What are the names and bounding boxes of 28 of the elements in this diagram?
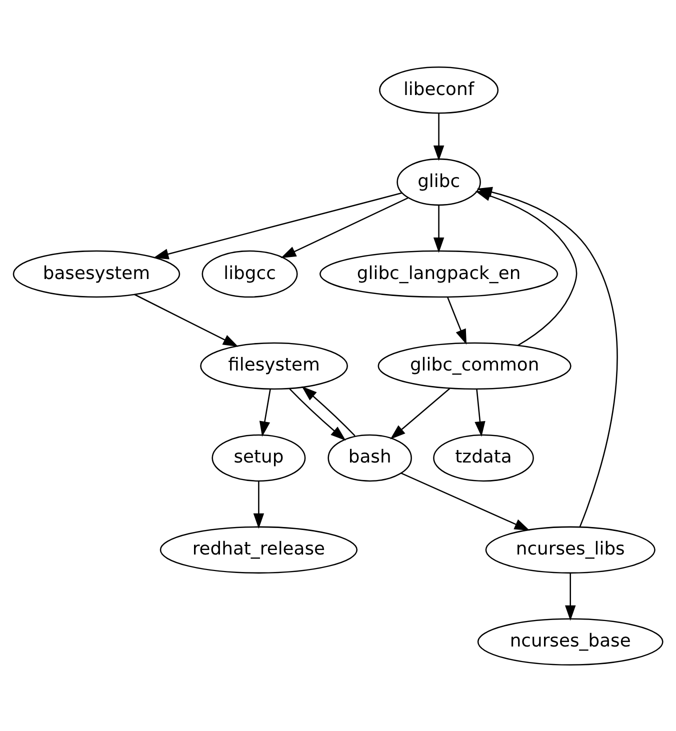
arrow	[302, 386, 356, 436]
node-ellipse: ncurses_libs	[485, 526, 656, 574]
node-ellipse: ncurses_base	[477, 618, 664, 666]
node-ellipse: setup	[212, 434, 306, 482]
arrow	[259, 388, 271, 436]
arrow	[565, 572, 576, 620]
node-ellipse: libeconf	[379, 66, 499, 114]
node-ellipse: redhat_release	[160, 526, 358, 574]
node-ellipse: tzdata	[433, 434, 534, 482]
node-ellipse: glibc_common	[378, 342, 572, 390]
node-ellipse: glibc_langpack_en	[320, 250, 558, 298]
arrow	[476, 186, 618, 527]
arrow	[134, 293, 238, 346]
arrow	[289, 388, 346, 440]
node-ellipse: basesystem	[12, 250, 180, 298]
node-ellipse: bash	[328, 434, 412, 482]
arrow	[433, 112, 444, 160]
arrow	[447, 296, 467, 344]
arrow	[280, 196, 408, 258]
arrow	[474, 388, 486, 436]
node-ellipse: glibc	[396, 158, 481, 206]
arrow	[153, 192, 402, 259]
arrow	[390, 387, 450, 439]
node-ellipse: filesystem	[200, 342, 348, 390]
arrow	[253, 480, 264, 528]
arrow	[400, 472, 530, 530]
node-ellipse: libgcc	[202, 250, 298, 298]
arrow	[433, 204, 444, 252]
